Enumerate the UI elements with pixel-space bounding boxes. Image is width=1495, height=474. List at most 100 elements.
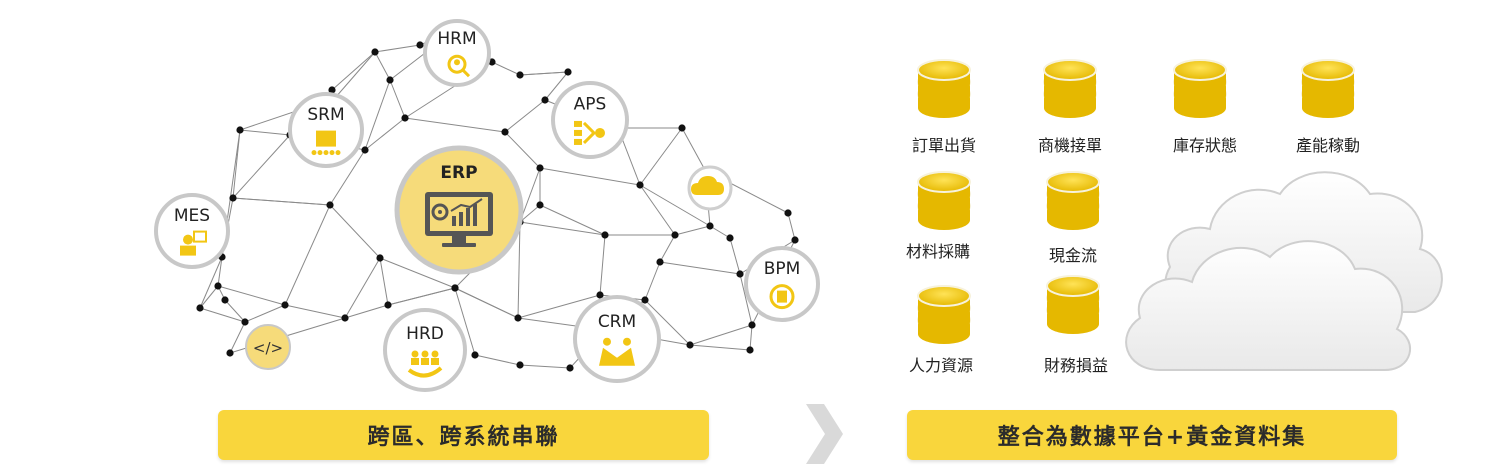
mesh-dot	[371, 48, 379, 56]
mesh-dot	[516, 361, 524, 369]
mesh-dot	[401, 114, 409, 122]
database-label: 財務損益	[1043, 356, 1109, 375]
mesh-dot	[656, 258, 664, 266]
mesh-link	[232, 197, 331, 206]
mesh-link	[454, 287, 519, 319]
mesh-link	[787, 212, 796, 241]
mesh-link	[539, 167, 641, 186]
mesh-link	[709, 225, 731, 239]
handshake-icon	[599, 337, 635, 366]
mesh-link	[329, 149, 366, 206]
database-icon	[1173, 59, 1227, 118]
hrm-label: HRM	[437, 29, 476, 49]
hrm-node: HRM	[423, 19, 491, 87]
mesh-dot	[686, 341, 694, 349]
mesh-link	[539, 204, 606, 236]
database-icon	[1046, 275, 1100, 334]
mesh-link	[659, 261, 741, 275]
database-label: 材料採購	[905, 242, 971, 261]
mesh-dot	[596, 291, 604, 299]
mesh-link	[544, 71, 569, 101]
operator-machine-icon	[180, 230, 207, 256]
banner-data-platform: 整合為數據平台+黃金資料集	[907, 410, 1397, 460]
mesh-dot	[281, 301, 289, 309]
mesh-link	[199, 307, 246, 323]
database-icon	[1043, 59, 1097, 118]
mesh-link	[517, 294, 601, 319]
people-hand-icon	[407, 350, 443, 378]
mesh-dot	[706, 222, 714, 230]
code-icon: </>	[253, 339, 283, 357]
mesh-dot	[326, 201, 334, 209]
mesh-link	[229, 321, 246, 354]
mesh-dot	[221, 296, 229, 304]
mesh-dot	[541, 96, 549, 104]
database-label: 產能稼動	[1295, 136, 1361, 155]
mesh-dot	[236, 126, 244, 134]
srm-label: SRM	[307, 105, 344, 125]
mesh-dot	[501, 128, 509, 136]
mesh-link	[504, 131, 541, 169]
mesh-link	[599, 234, 606, 296]
mesh-link	[344, 257, 381, 319]
mesh-link	[329, 204, 381, 259]
mesh-dot	[791, 236, 799, 244]
mesh-link	[681, 127, 706, 171]
banner-cross-system: 跨區、跨系統串聯	[218, 410, 709, 460]
mesh-dot	[241, 318, 249, 326]
mes-label: MES	[174, 206, 210, 226]
mesh-link	[639, 184, 676, 236]
mesh-link	[284, 204, 331, 306]
mesh-dot	[386, 76, 394, 84]
mesh-link	[749, 324, 753, 351]
hrd-node: HRD	[383, 308, 467, 392]
aps-label: APS	[574, 95, 607, 115]
document-cycle-icon	[769, 284, 795, 310]
mesh-link	[379, 257, 389, 306]
mesh-link	[244, 304, 286, 323]
mesh-dot	[214, 282, 222, 290]
mesh-link	[374, 51, 391, 81]
mesh-dot	[341, 314, 349, 322]
mesh-dot	[416, 41, 424, 49]
database-icon	[1301, 59, 1355, 118]
mesh-link	[504, 99, 546, 133]
mesh-link	[644, 261, 661, 301]
mesh-link	[232, 134, 291, 199]
mesh-link	[474, 354, 521, 366]
mesh-dot	[726, 234, 734, 242]
database-icon	[917, 285, 971, 344]
mesh-dot	[748, 321, 756, 329]
mesh-dot	[536, 164, 544, 172]
mesh-link	[659, 234, 676, 263]
cloud-node	[687, 165, 733, 211]
mesh-link	[199, 256, 223, 309]
mesh-link	[674, 225, 711, 236]
mesh-link	[334, 51, 376, 99]
mesh-dot	[564, 68, 572, 76]
database-label: 訂單出貨	[911, 136, 977, 155]
mesh-dot	[566, 364, 574, 372]
mesh-link	[224, 299, 246, 323]
mesh-link	[517, 221, 521, 319]
mesh-link	[379, 257, 456, 289]
network-mesh	[199, 29, 796, 369]
mes-node: MES	[154, 193, 230, 269]
crm-label: CRM	[598, 312, 636, 332]
mesh-dot	[376, 254, 384, 262]
supplier-boxes-icon	[311, 130, 341, 156]
person-search-icon	[447, 54, 471, 78]
monitor-gear-chart-icon	[425, 192, 493, 247]
erp-label: ERP	[440, 163, 477, 183]
mesh-link	[644, 299, 691, 346]
mesh-link	[519, 204, 541, 223]
mesh-dot	[229, 194, 237, 202]
mesh-dot	[451, 284, 459, 292]
mesh-dot	[536, 201, 544, 209]
big-cloud-icon	[1125, 171, 1443, 371]
mesh-dot	[784, 209, 792, 217]
mesh-link	[639, 127, 683, 186]
mesh-dot	[196, 304, 204, 312]
flow-hub-icon	[574, 120, 605, 145]
